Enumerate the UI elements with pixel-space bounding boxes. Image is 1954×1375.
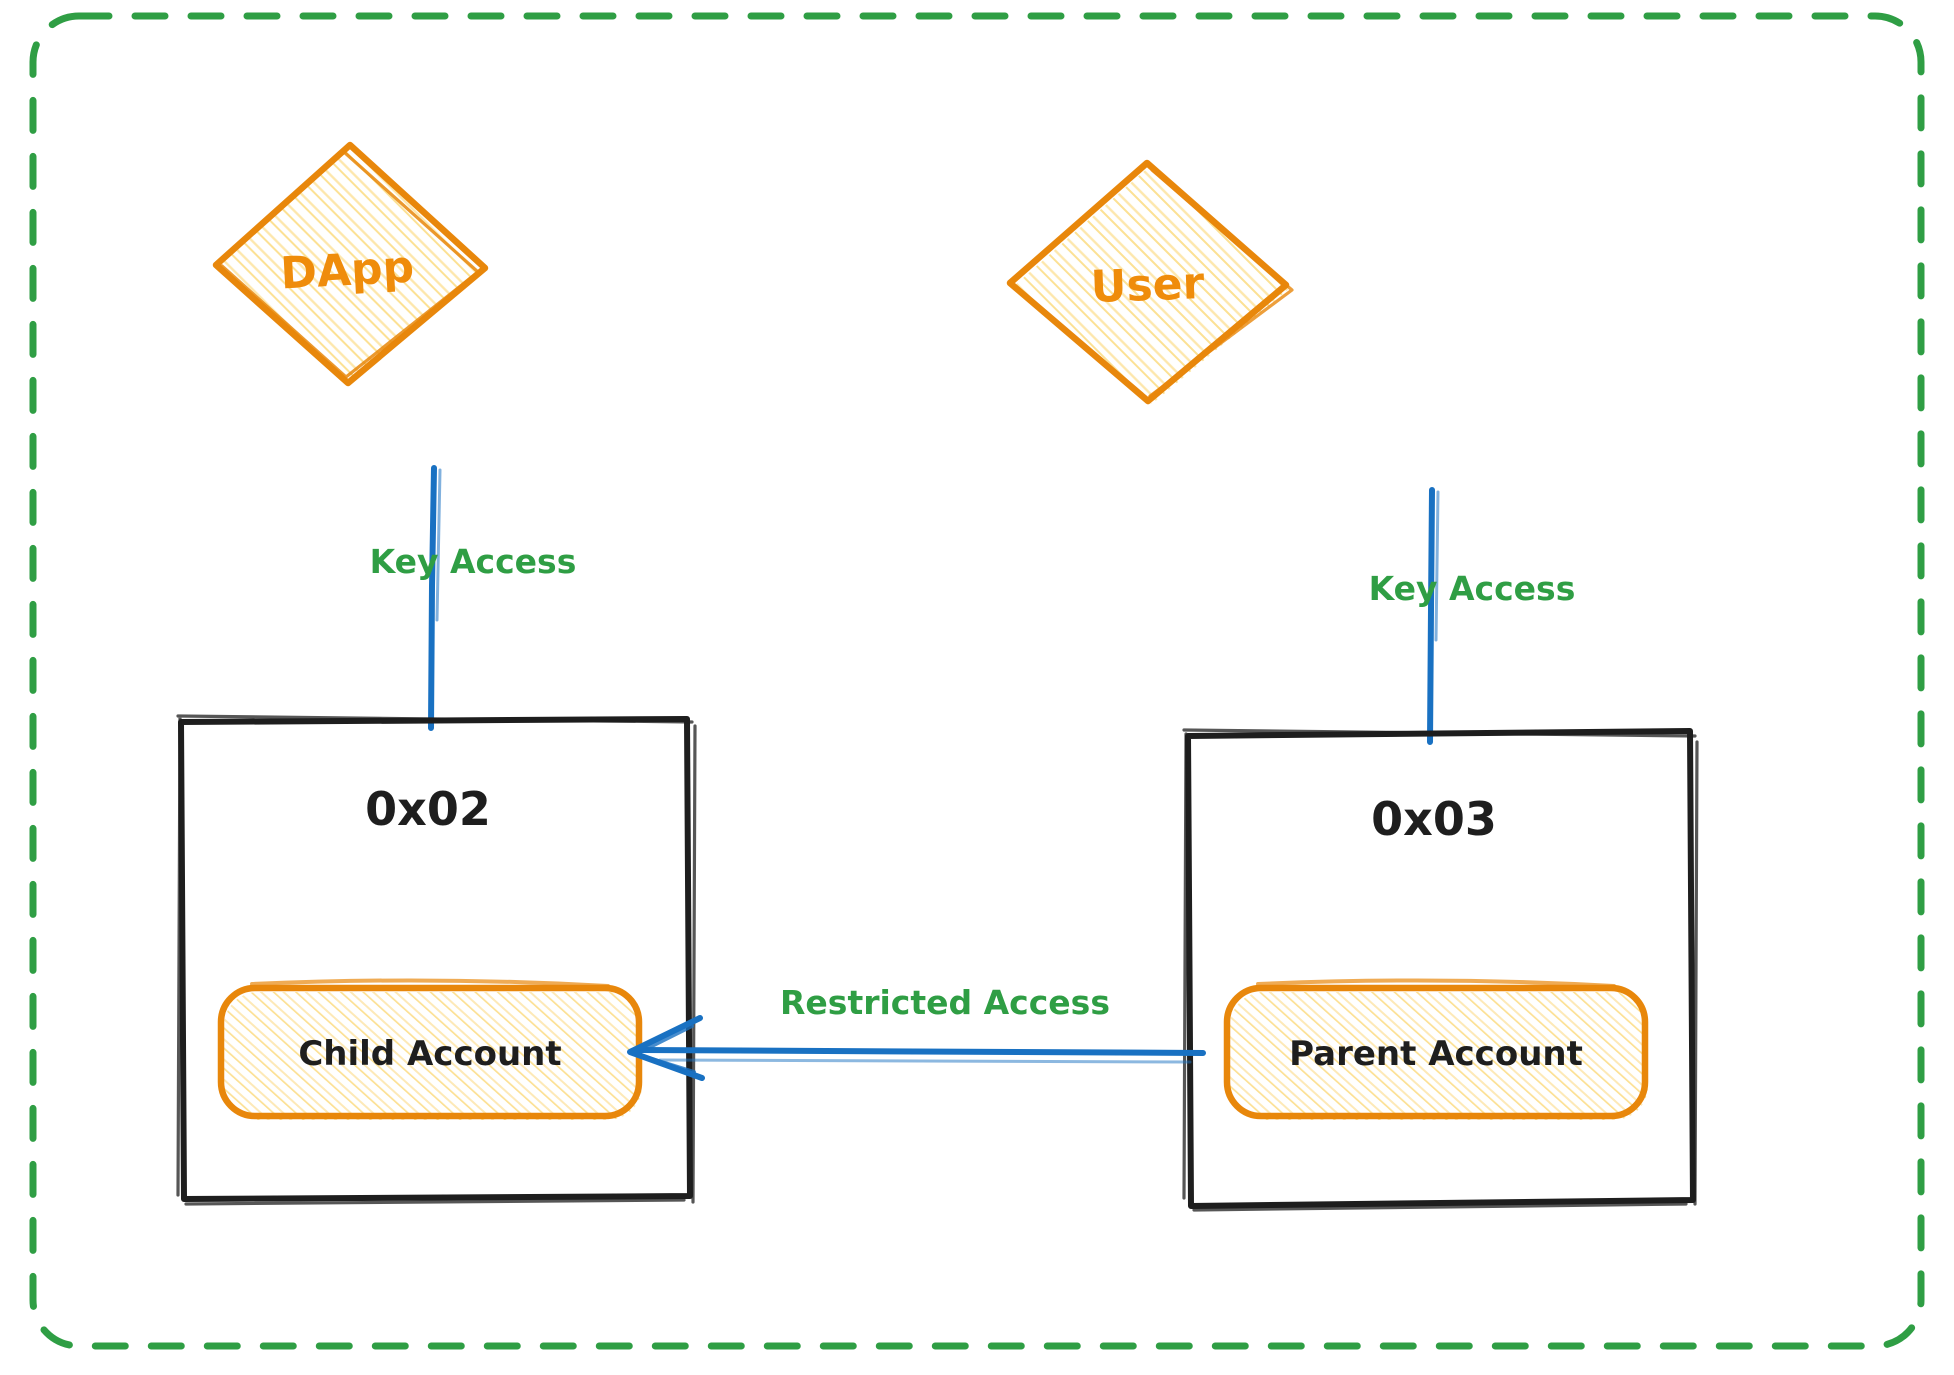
dapp-edge-line-secondary: [435, 468, 442, 622]
restricted-edge-line-secondary: [658, 1058, 1192, 1064]
node-parent-account[interactable]: Parent Account: [1223, 978, 1649, 1120]
user-edge-line-secondary: [1434, 490, 1440, 642]
box-0x03-outline-secondary: [1182, 728, 1699, 1212]
box-0x02-label: 0x02: [365, 782, 491, 836]
parent-account-fill: [1230, 992, 1648, 1120]
dapp-outline-secondary: [220, 150, 480, 379]
box-0x03-label: 0x03: [1371, 792, 1497, 846]
user-outline-secondary: [1148, 168, 1294, 398]
restricted-arrowhead: [627, 1015, 705, 1081]
node-child-account[interactable]: Child Account: [217, 978, 643, 1120]
child-account-fill: [224, 992, 642, 1120]
edge-parent-to-child[interactable]: [627, 1015, 1206, 1081]
box-0x02-outline-secondary: [176, 714, 697, 1206]
user-edge-line: [1427, 487, 1435, 745]
edge-dapp-to-child[interactable]: [428, 465, 442, 731]
dapp-label: DApp: [279, 242, 415, 300]
user-label: User: [1090, 258, 1205, 313]
parent-account-outline-secondary: [1256, 978, 1616, 988]
edge-label-restricted-access: Restricted Access: [780, 983, 1110, 1022]
node-dapp[interactable]: DApp: [212, 141, 489, 387]
parent-account-label: Parent Account: [1289, 1034, 1583, 1074]
edge-label-key-access-dapp: Key Access: [370, 542, 577, 581]
parent-account-outline: [1223, 984, 1649, 1120]
node-account-0x03[interactable]: 0x03: [1182, 728, 1699, 1212]
diagram-boundary: [29, 12, 1925, 1350]
node-account-0x02[interactable]: 0x02: [176, 714, 697, 1206]
child-account-outline-secondary: [250, 978, 610, 988]
dapp-edge-line: [428, 465, 437, 731]
dapp-outline: [212, 141, 489, 387]
restricted-arrowhead-secondary: [634, 1024, 696, 1074]
edge-label-key-access-user: Key Access: [1369, 569, 1576, 608]
child-account-label: Child Account: [298, 1034, 561, 1074]
restricted-edge-line: [637, 1047, 1206, 1056]
node-user[interactable]: User: [1006, 159, 1294, 405]
edge-user-to-parent[interactable]: [1427, 487, 1440, 745]
